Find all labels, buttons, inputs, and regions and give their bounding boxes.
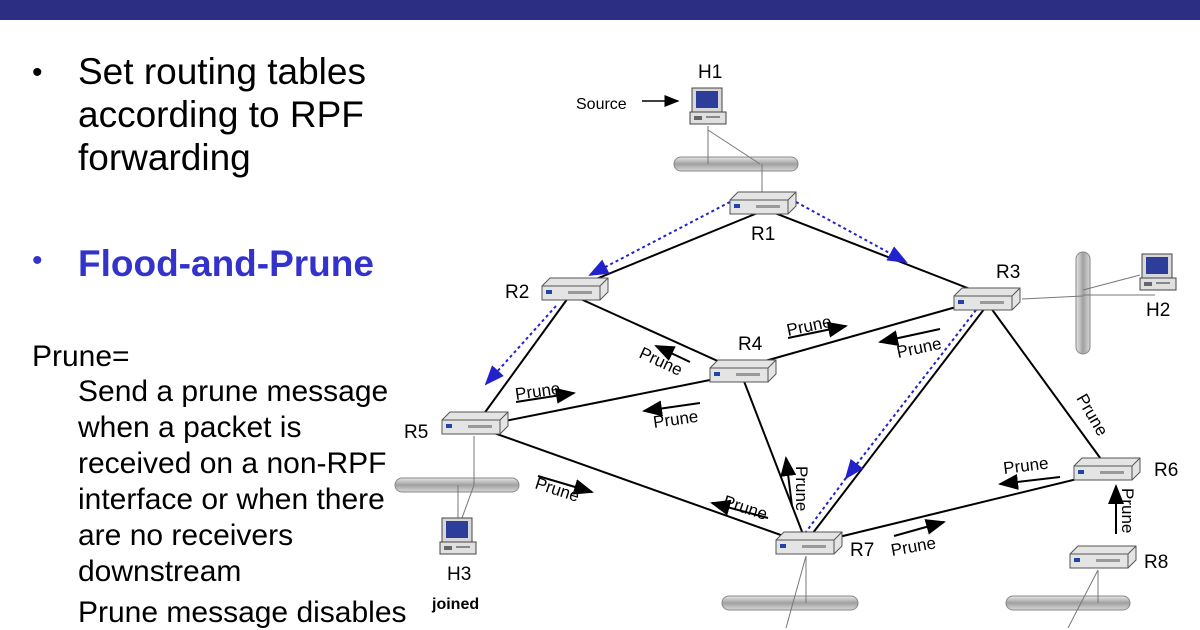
prune-desc-line: when a packet is xyxy=(78,411,302,444)
router-r8-label: R8 xyxy=(1144,552,1168,573)
host-h2-computer-icon xyxy=(1139,253,1177,291)
lan-segment-r7 xyxy=(721,595,859,611)
lan-segment-h3 xyxy=(394,477,520,493)
prune-label-r7-r5: Prune xyxy=(721,492,770,524)
prune-desc-line: Send a prune message xyxy=(78,375,389,408)
lan-attachments xyxy=(457,126,1155,628)
router-r7 xyxy=(775,531,843,555)
bullet-1-line: Set routing tables xyxy=(78,51,366,92)
prune-desc-line: downstream xyxy=(78,555,242,588)
lan-segment-h2 xyxy=(1075,251,1091,355)
prune-note-text: Prune message disables xyxy=(78,596,407,629)
router-r4-label: R4 xyxy=(738,334,763,355)
prune-arrows xyxy=(515,321,1124,537)
prune-desc-line: received on a non-RPF xyxy=(78,447,387,480)
bullet-2-text: Flood-and-Prune xyxy=(78,243,374,284)
router-r3 xyxy=(953,287,1021,311)
router-r3-label: R3 xyxy=(996,262,1020,283)
router-r7-label: R7 xyxy=(850,540,874,561)
lan-segment-r8 xyxy=(1005,595,1131,611)
prune-definition-text: Send a prune message when a packet is re… xyxy=(78,374,438,590)
lan-segment-h1 xyxy=(673,156,799,172)
router-r6 xyxy=(1073,457,1141,481)
router-r4 xyxy=(709,359,777,383)
bullet-marker-1: • xyxy=(32,56,43,89)
prune-label-r5-r7: Prune xyxy=(533,474,582,506)
bullet-marker-2: • xyxy=(32,244,43,277)
prune-label-r7-r4: Prune xyxy=(792,466,811,511)
router-r2-label: R2 xyxy=(505,282,529,303)
host-h1-computer-icon xyxy=(689,87,727,125)
prune-label-r4-r5: Prune xyxy=(652,407,700,432)
prune-label-r8-r6: Prune xyxy=(1118,488,1137,533)
router-r5 xyxy=(441,411,509,435)
host-h2-label: H2 xyxy=(1146,300,1170,321)
host-h3-label: H3 xyxy=(447,564,471,585)
router-r6-label: R6 xyxy=(1154,460,1178,481)
router-r8 xyxy=(1069,545,1137,569)
bullet-1-line: forwarding xyxy=(78,137,251,178)
header-bar xyxy=(0,0,1200,20)
host-h1-label: H1 xyxy=(698,62,722,83)
prune-label-r4-r3: Prune xyxy=(785,312,833,340)
prune-label-r6-r3: Prune xyxy=(1073,391,1112,440)
prune-label-r7-r6: Prune xyxy=(889,533,937,560)
router-r5-label: R5 xyxy=(404,422,428,443)
prune-definition-title: Prune= xyxy=(32,340,130,373)
prune-label-r5-r4: Prune xyxy=(514,379,562,404)
prune-label-r6-r7: Prune xyxy=(1002,454,1049,478)
bullet-1-line: according to RPF xyxy=(78,94,364,135)
source-label: Source xyxy=(576,96,627,113)
host-h3-computer-icon xyxy=(439,517,477,555)
router-r1-label: R1 xyxy=(751,224,775,245)
bullet-1-text: Set routing tables according to RPF forw… xyxy=(78,50,366,179)
router-r1 xyxy=(729,191,797,215)
prune-desc-line: are no receivers xyxy=(78,519,294,552)
prune-desc-line: interface or when there xyxy=(78,483,385,516)
joined-label: joined xyxy=(431,596,479,613)
router-r2 xyxy=(541,277,609,301)
